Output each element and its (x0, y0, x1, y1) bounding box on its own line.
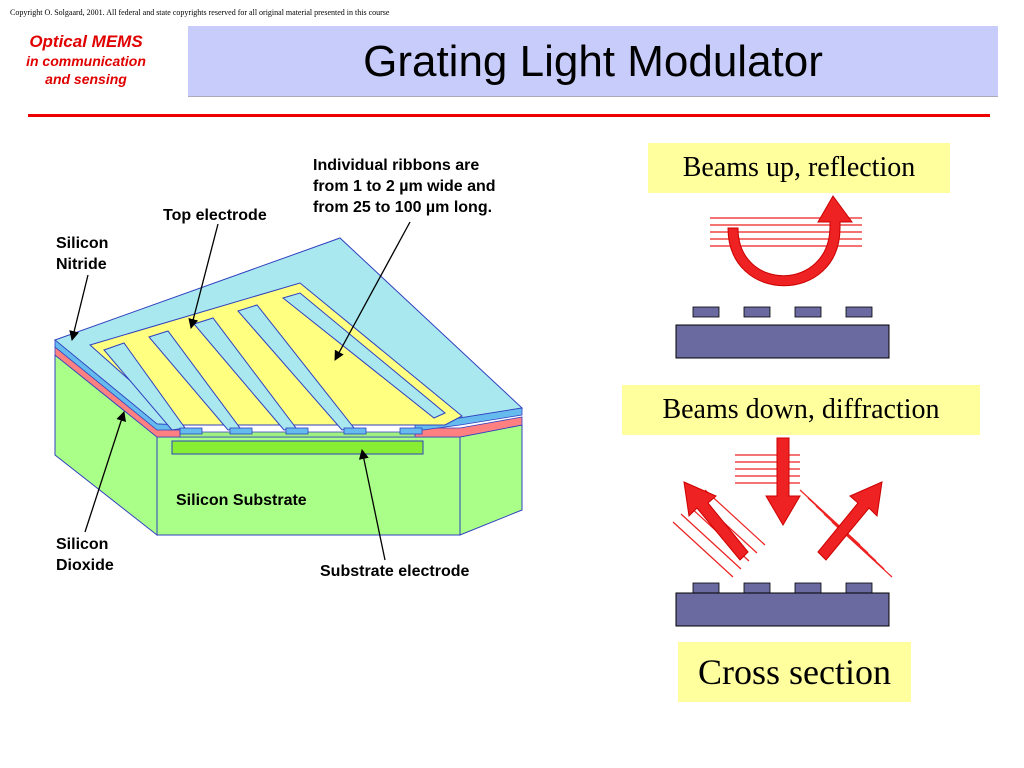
copyright-notice: Copyright O. Solgaard, 2001. All federal… (10, 8, 390, 17)
label-ribbons-line3: from 25 to 100 µm long. (313, 199, 493, 216)
title-banner (188, 26, 998, 97)
ribbon-block (743, 306, 771, 318)
panel-label-cross-section: Cross section (678, 642, 911, 702)
cross-section-ribbons-top (692, 306, 873, 318)
oxide-right-layer (414, 416, 523, 438)
cross-section-ribbons-bottom (692, 582, 873, 594)
incident-down-arrow (765, 437, 801, 526)
ribbon-edge (343, 427, 367, 435)
panel-label-diffraction: Beams down, diffraction (622, 385, 980, 435)
leader-substrate-electrode (358, 449, 386, 561)
cross-section-substrate-bottom (675, 592, 890, 627)
label-ribbons: Individual ribbons are from 1 to 2 µm wi… (313, 155, 496, 218)
leader-ribbons (334, 221, 411, 361)
substrate-right-face (459, 424, 523, 536)
ribbon-edge (285, 427, 309, 435)
ribbon-edge (229, 427, 253, 435)
device-3d (54, 237, 524, 537)
leader-lines (69, 221, 411, 561)
ribbon-front-edges (179, 427, 423, 435)
leader-top-electrode (188, 223, 219, 329)
ribbon-block (692, 306, 720, 318)
diffracted-arrow-right (817, 481, 883, 561)
beam-line (680, 513, 742, 570)
ribbon-block (845, 582, 873, 594)
diffracted-lines-right (799, 489, 893, 578)
beam-line (672, 521, 734, 578)
label-silicon-dioxide-line1: Silicon (56, 536, 109, 553)
label-substrate-electrode: Substrate electrode (320, 563, 470, 580)
ribbon-block (845, 306, 873, 318)
brand-line-2: in communication (26, 53, 146, 69)
brand-line-1: Optical MEMS (29, 32, 143, 51)
ribbon-edge (399, 427, 423, 435)
brand-line-3: and sensing (45, 71, 127, 87)
label-silicon-substrate: Silicon Substrate (176, 492, 307, 509)
reflection-panel (675, 195, 890, 359)
diffracted-arrow-left (683, 481, 749, 561)
course-brand: Optical MEMS in communication and sensin… (6, 32, 166, 88)
label-ribbons-line2: from 1 to 2 µm wide and (313, 178, 496, 195)
title-divider (28, 114, 990, 117)
leader-silicon-nitride (69, 274, 89, 341)
ribbon-slots (103, 292, 446, 431)
ribbon-block (794, 582, 822, 594)
down-beam-lines (735, 454, 800, 484)
label-silicon-nitride: Silicon Nitride (56, 233, 108, 275)
substrate-electrode-bar (171, 440, 424, 455)
ribbon-block (692, 582, 720, 594)
ribbon-edge (179, 427, 203, 435)
ribbon-block (743, 582, 771, 594)
beam-line (704, 489, 766, 546)
label-top-electrode: Top electrode (163, 207, 267, 224)
slide-title: Grating Light Modulator (363, 37, 823, 86)
diffraction-panel (672, 437, 893, 627)
label-silicon-nitride-line2: Nitride (56, 256, 107, 273)
ribbon-block (794, 306, 822, 318)
reflection-arrow (727, 195, 853, 287)
label-silicon-dioxide: Silicon Dioxide (56, 534, 114, 576)
label-silicon-nitride-line1: Silicon (56, 235, 109, 252)
panel-label-reflection: Beams up, reflection (648, 143, 950, 193)
ribbon-slot (281, 292, 446, 419)
leader-silicon-dioxide (84, 411, 126, 533)
label-ribbons-line1: Individual ribbons are (313, 157, 480, 174)
cross-section-substrate-top (675, 324, 890, 359)
label-silicon-dioxide-line2: Dioxide (56, 557, 114, 574)
